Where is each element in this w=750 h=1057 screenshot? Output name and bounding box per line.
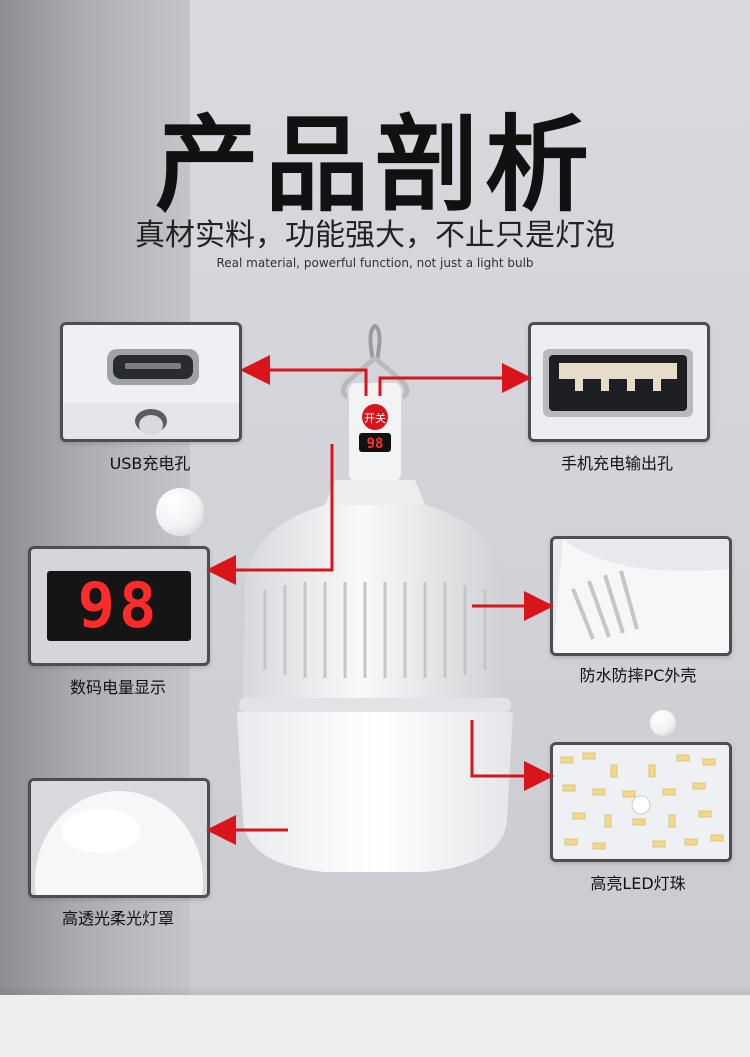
decor-ball-small [650,710,676,736]
phone-output-panel [528,322,710,442]
page-title: 产品剖析 [154,104,595,226]
svg-text:开关: 开关 [364,411,386,425]
led-panel [550,742,732,862]
pc-shell-panel [550,536,732,656]
caption-lampshade: 高透光柔光灯罩 [61,909,174,928]
shell-texture [553,539,729,653]
lampshade-texture [31,781,207,895]
floor [0,995,750,1057]
caption-shell: 防水防摔PC外壳 [579,666,697,685]
caption-display: 数码电量显示 [69,678,166,697]
power-button-icon [362,404,388,430]
english-subtitle: Real material, powerful function, not ju… [216,256,534,270]
lampshade-panel [28,778,210,898]
caption-usb: USB充电孔 [109,454,191,473]
page-subtitle: 真材实料，功能强大，不止只是灯泡 [135,218,615,253]
decor-ball [156,488,204,536]
caption-phone-output: 手机充电输出孔 [560,454,673,473]
led-board [553,745,729,859]
micro-usb-port-icon [63,325,239,439]
battery-digits: 98 [77,569,161,642]
usb-a-port-icon [531,325,707,439]
caption-led: 高亮LED灯珠 [590,874,686,893]
floor-shadow [0,985,750,997]
usb-port-panel [60,322,242,442]
battery-display-panel: 98 [28,546,210,666]
bulb-illustration: 开关 98 [237,323,513,872]
display-screen [47,571,191,641]
svg-text:98: 98 [367,436,384,452]
